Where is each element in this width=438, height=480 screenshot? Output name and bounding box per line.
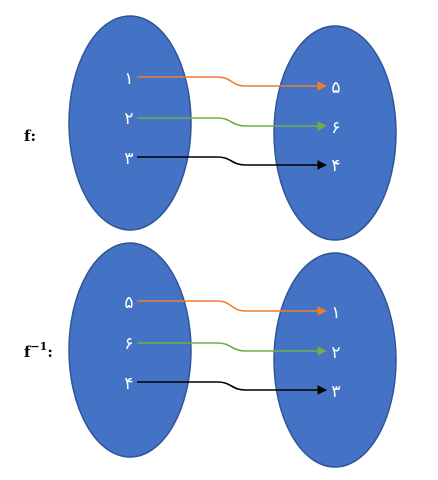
domain-element: ۲ [124,109,133,129]
domain-set-ellipse [68,242,192,458]
mapping-arrow [137,300,327,316]
codomain-element: ۶ [331,118,340,138]
mapping-arrow [137,76,327,91]
codomain-element: ۴ [331,156,340,176]
mapping-arrows [137,300,327,395]
codomain-element: ۵ [331,78,340,98]
domain-element: ۶ [124,334,133,354]
mapping-arrow [137,156,327,170]
codomain-element: ۳ [331,382,340,402]
domain-element: ۵ [124,293,133,313]
domain-element: ۳ [124,149,133,169]
domain-element: ۱ [124,69,133,89]
mapping-arrow [137,381,327,395]
mapping-arrows [137,76,327,170]
function-f-inverse-diagram: f−1: ۵ ۶ ۴ ۱ ۲ ۳ [24,242,397,468]
mapping-arrow [137,117,327,131]
domain-element: ۴ [124,374,133,394]
function-label: f−1: [24,340,53,361]
codomain-set-ellipse [273,252,397,468]
function-label: f: [24,127,36,145]
domain-set-ellipse [68,15,192,231]
mapping-arrow [137,342,327,356]
codomain-element: ۱ [331,303,340,323]
codomain-element: ۲ [331,343,340,363]
function-f-diagram: f: ۱ ۲ ۳ ۵ ۶ ۴ [24,15,397,241]
codomain-set-ellipse [273,25,397,241]
